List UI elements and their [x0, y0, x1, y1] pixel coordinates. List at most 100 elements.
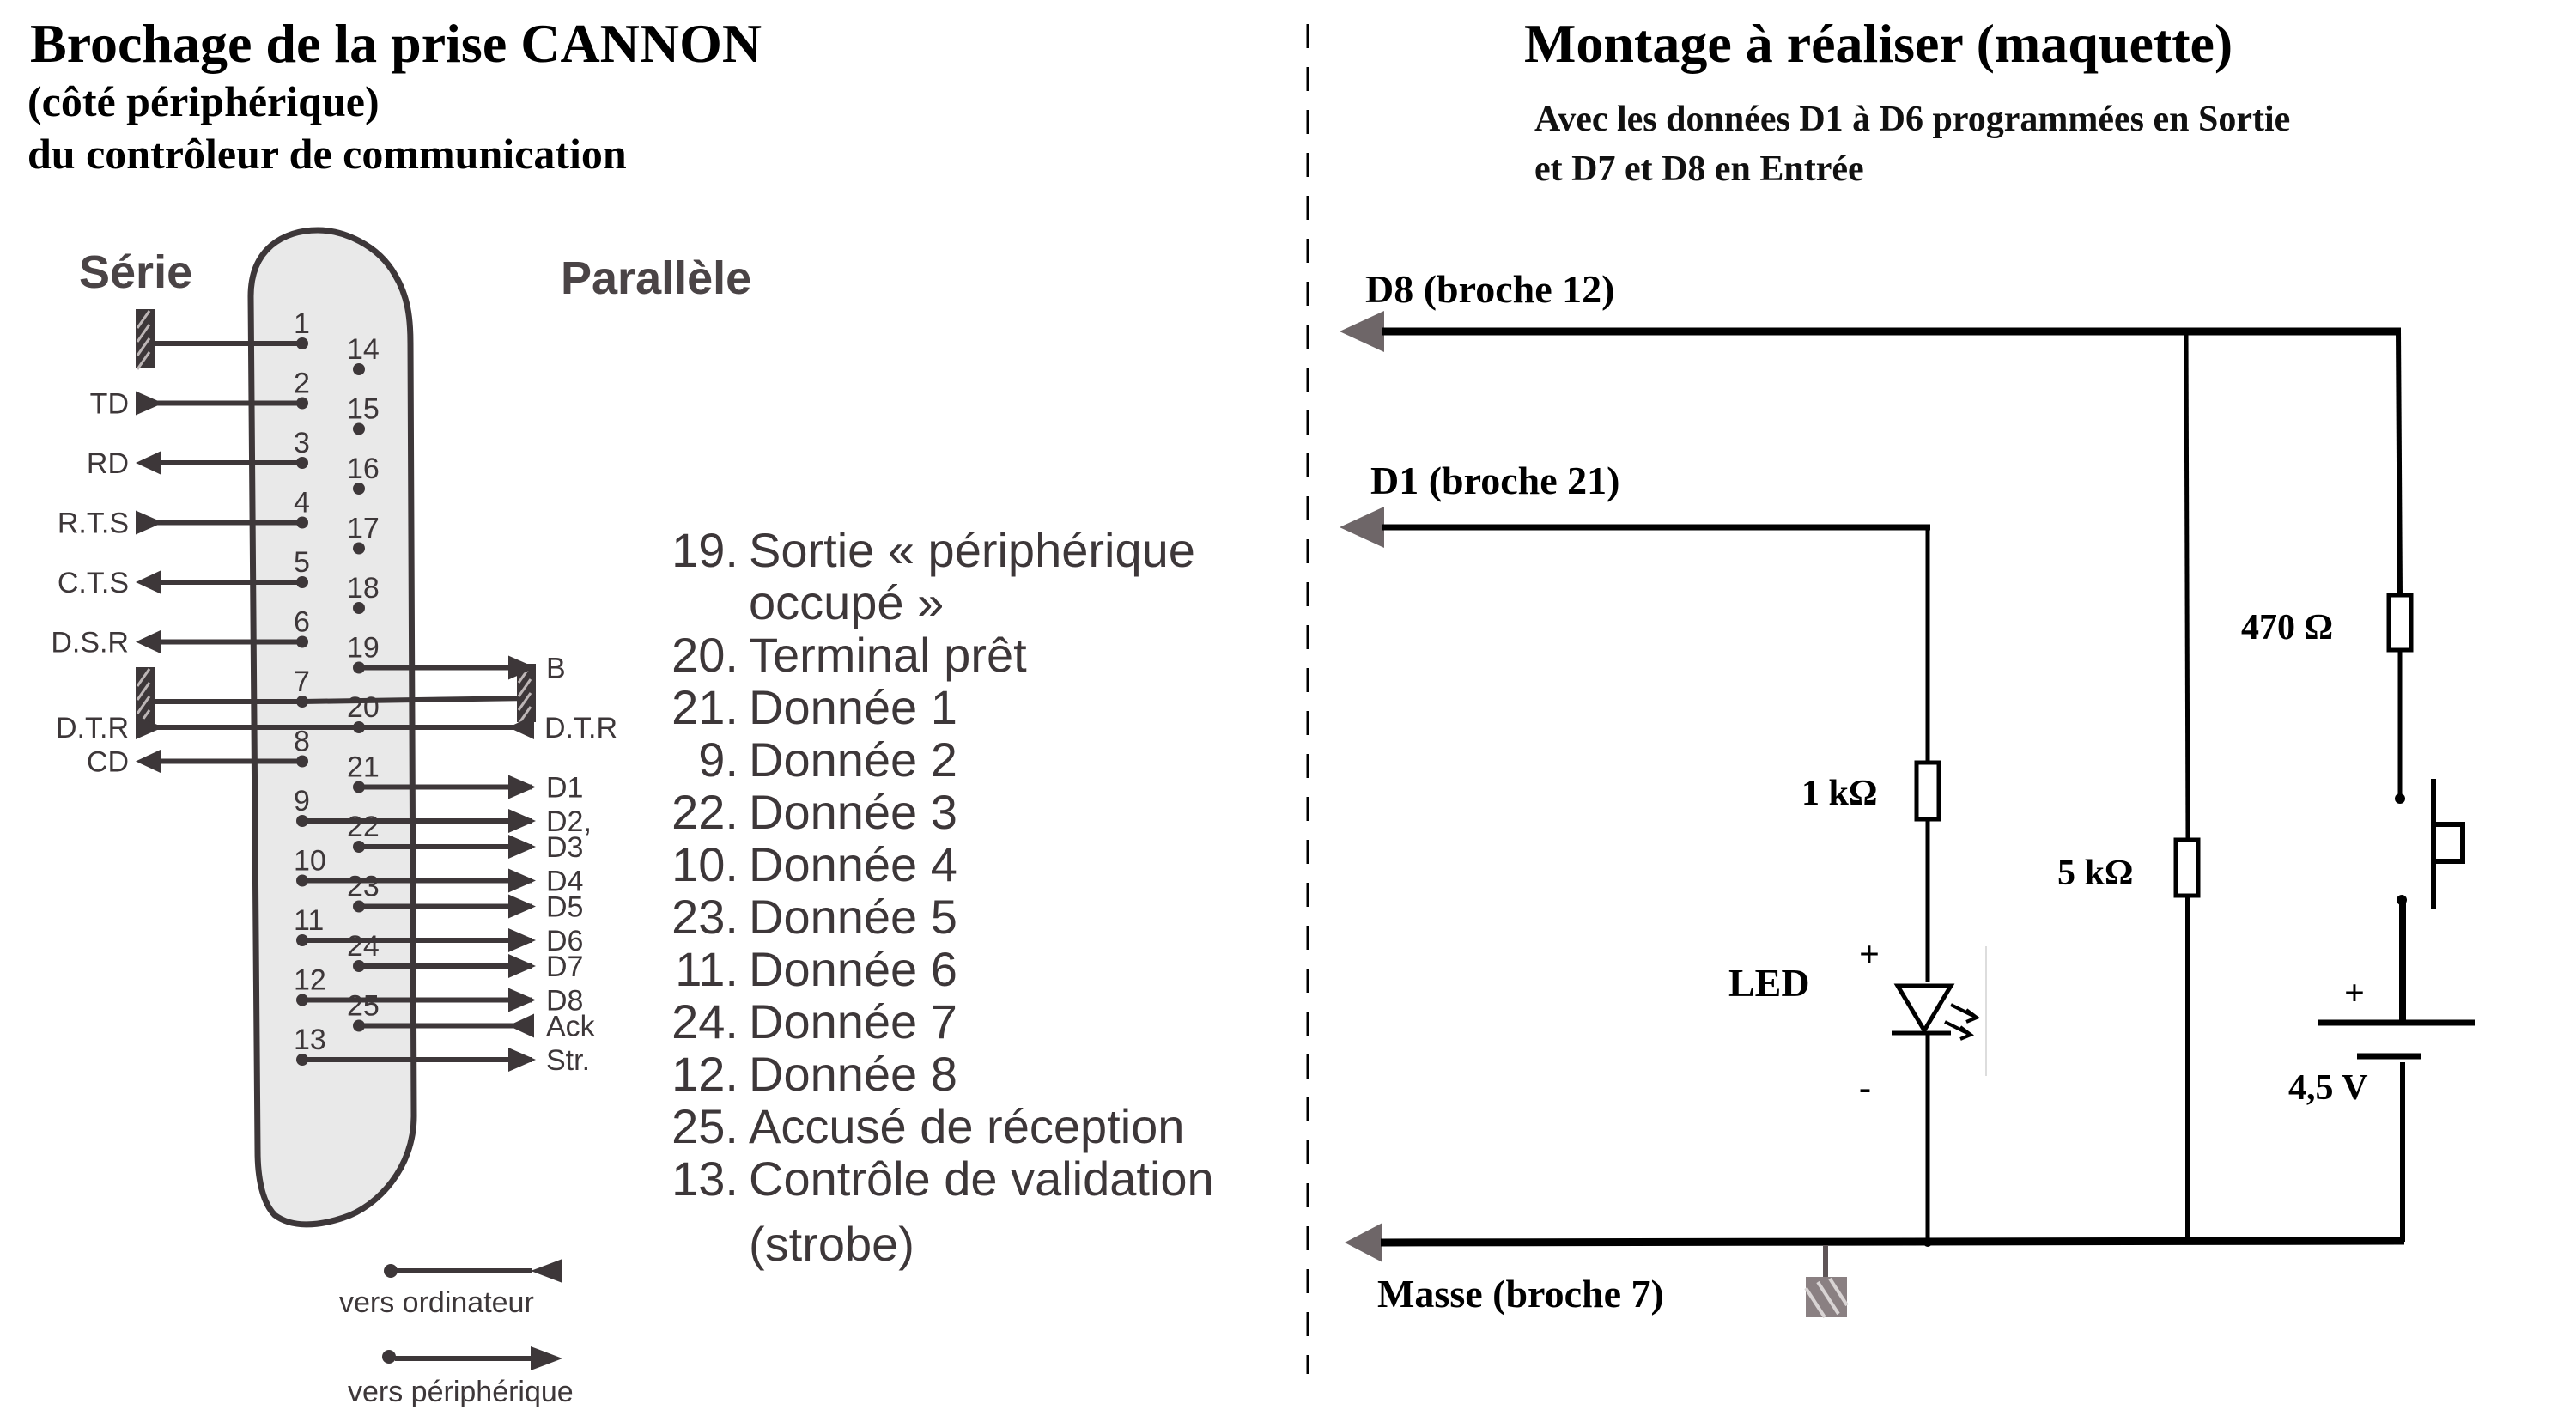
ground-label: Masse (broche 7)	[1377, 1272, 1664, 1316]
key-dot-peripheral	[382, 1350, 396, 1364]
pin-7-wire-right	[301, 696, 533, 704]
pin-21-arrow-right-icon	[508, 775, 536, 799]
pin-10-arrow-right-icon	[508, 868, 536, 893]
pin-2-number: 2	[294, 368, 310, 400]
legend-pin-description: (strobe)	[749, 1217, 914, 1271]
led-label: LED	[1728, 961, 1810, 1005]
pin-17-dot	[353, 542, 365, 555]
resistor-470	[2386, 593, 2414, 653]
pin-20-signal-label: D.T.R	[544, 712, 617, 745]
ground-junction-dot	[1923, 1238, 1932, 1247]
pin-4-number: 4	[294, 487, 310, 520]
pin-5-arrow-left-icon	[136, 570, 161, 594]
pin-20-serial-label: D.T.R	[56, 712, 129, 745]
pin-11-signal-label: D6	[546, 925, 583, 957]
pin-6-signal-label: D.S.R	[51, 627, 129, 659]
pin-14-dot	[353, 363, 365, 375]
d8-arrow-icon	[1340, 311, 1384, 352]
pin-13-number: 13	[294, 1024, 326, 1056]
pin-16-dot	[353, 483, 365, 495]
ground-symbol-icon	[1804, 1245, 1849, 1319]
legend-pin-number: 25.	[671, 1099, 738, 1153]
pin-10-number: 10	[294, 845, 326, 878]
pin-20-arrow-serial-icon	[136, 715, 163, 739]
pin-19-number: 19	[347, 632, 380, 665]
pin-12-signal-label: D8	[546, 985, 583, 1018]
pinout-title: Brochage de la prise CANNON	[30, 13, 762, 74]
ground-arrow-icon	[1345, 1223, 1382, 1262]
legend-pin-description: Donnée 6	[749, 942, 957, 996]
d1-label: D1 (broche 21)	[1370, 459, 1619, 502]
pin-7-number: 7	[294, 665, 310, 698]
pin-23-number: 23	[347, 871, 380, 903]
pin-7-signal-ground-icon	[517, 664, 536, 725]
pin-24-arrow-right-icon	[508, 954, 536, 978]
pin-18-dot	[353, 602, 365, 614]
legend-pin-number: 12.	[671, 1047, 738, 1101]
legend-pin-description: Donnée 5	[749, 890, 957, 944]
pin-22-number: 22	[347, 811, 380, 843]
pin-25-signal-label: Ack	[546, 1011, 596, 1043]
pin-14-number: 14	[347, 333, 380, 366]
pin-8-number: 8	[294, 726, 310, 758]
pin-15-number: 15	[347, 393, 380, 426]
legend-pin-description: Donnée 4	[749, 837, 957, 891]
circuit-note-line-2: et D7 et D8 en Entrée	[1534, 149, 1864, 189]
r470-wire-top	[2396, 331, 2403, 596]
legend-pin-description: Contrôle de validation	[749, 1152, 1214, 1206]
circuit-note-line-1: Avec les données D1 à D6 programmées en …	[1534, 100, 2290, 139]
pin-9-signal-label: D2,	[546, 805, 592, 838]
r5k-wire-top	[2184, 331, 2190, 841]
legend-pin-description: Donnée 2	[749, 732, 957, 787]
parallel-heading: Parallèle	[561, 252, 751, 304]
battery-plus-sign: +	[2344, 974, 2365, 1013]
serial-heading: Série	[79, 246, 192, 298]
resistor-1k-label: 1 kΩ	[1801, 774, 1878, 813]
circuit-title: Montage à réaliser (maquette)	[1524, 13, 2233, 74]
pushbutton-switch-icon[interactable]	[2395, 779, 2465, 909]
pin-8-signal-label: CD	[87, 746, 129, 779]
legend-pin-description: Donnée 7	[749, 994, 957, 1048]
pin-10-signal-label: D4	[546, 866, 583, 898]
legend-pin-number: 11.	[675, 942, 738, 996]
pin-12-arrow-right-icon	[508, 988, 536, 1012]
battery-voltage-label: 4,5 V	[2288, 1068, 2368, 1108]
pin-4-arrow-right-icon	[136, 510, 163, 535]
pin-12-number: 12	[294, 964, 326, 997]
pin-25-number: 25	[347, 990, 380, 1023]
pin-21-signal-label: D1	[546, 772, 583, 805]
pin-11-number: 11	[294, 904, 324, 937]
legend-pin-number: 10.	[671, 837, 738, 891]
pin-18-number: 18	[347, 572, 380, 605]
pin-1-chassis-ground-icon	[136, 309, 155, 370]
legend-pin-number: 23.	[671, 890, 738, 944]
pin-7-chassis-ground-icon	[136, 667, 155, 728]
direction-key: vers ordinateur vers périphérique	[339, 1259, 574, 1408]
pins-layer: 12TD3RD4R.T.S5C.T.S6D.S.R78CD9D2,10D411D…	[51, 307, 617, 1077]
right-panel: Montage à réaliser (maquette) Avec les d…	[1340, 13, 2475, 1319]
pin-5-signal-label: C.T.S	[58, 567, 129, 599]
pin-3-number: 3	[294, 427, 310, 459]
left-panel: Brochage de la prise CANNON (côté périph…	[27, 13, 1214, 1408]
pin-20-arrow-parallel-icon	[508, 715, 534, 739]
pin-15-dot	[353, 422, 365, 435]
key-label-to-computer: vers ordinateur	[339, 1286, 534, 1319]
key-arrow-to-peripheral-icon	[531, 1346, 562, 1370]
d8-label: D8 (broche 12)	[1365, 267, 1614, 311]
legend-pin-number: 24.	[671, 994, 738, 1048]
led-symbol-icon	[1892, 946, 1987, 1076]
legend-pin-description: occupé »	[749, 575, 944, 629]
pin-24-number: 24	[347, 930, 380, 963]
pin-13-arrow-right-icon	[508, 1048, 536, 1072]
resistor-5k-label: 5 kΩ	[2057, 854, 2134, 893]
pin-3-signal-label: RD	[87, 447, 129, 480]
pin-6-arrow-left-icon	[136, 629, 161, 654]
pin-8-arrow-left-icon	[136, 749, 161, 774]
pin-3-arrow-left-icon	[136, 451, 161, 475]
ground-wire	[1380, 1237, 2405, 1247]
legend-pin-description: Terminal prêt	[749, 628, 1027, 682]
pin-19-signal-label: B	[546, 653, 566, 685]
pin-5-number: 5	[294, 546, 310, 579]
